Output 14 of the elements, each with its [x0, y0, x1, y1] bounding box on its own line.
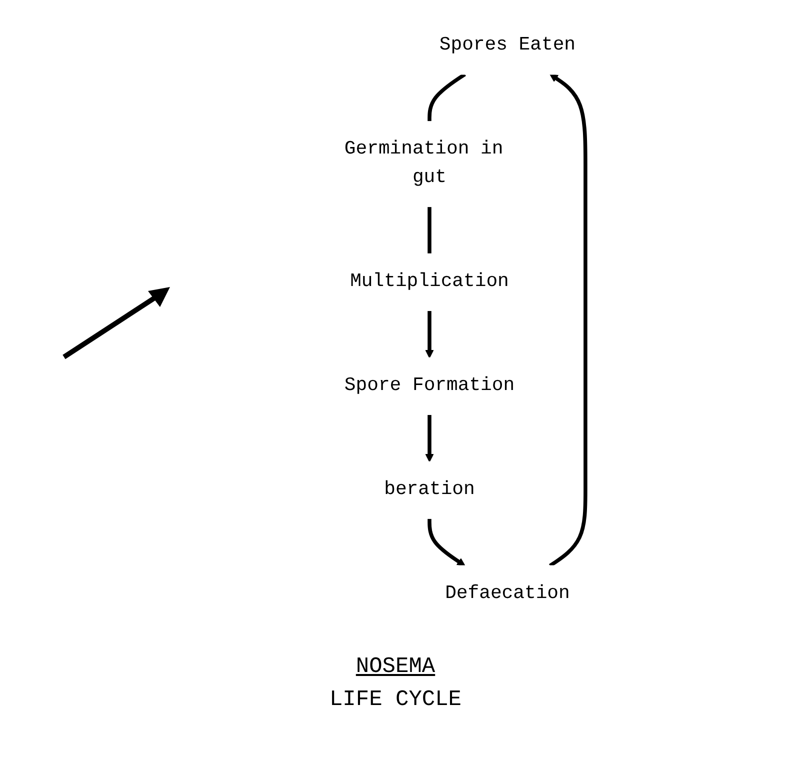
arrow — [426, 414, 434, 462]
node-text: Spore Formation — [344, 374, 515, 397]
node-text: beration — [384, 478, 476, 501]
arrow — [426, 310, 434, 358]
node-text: Spores Eaten — [440, 34, 576, 56]
node-text: Germination in gut — [344, 138, 504, 189]
arrow — [549, 74, 588, 568]
connector — [428, 206, 432, 254]
diagram-title: NOSEMA — [356, 654, 436, 679]
node-text: Multiplication — [350, 270, 510, 293]
diagram-caption: LIFE CYCLE — [329, 687, 462, 712]
arrow — [428, 518, 466, 566]
connector — [428, 72, 466, 122]
node-text: Defaecation — [445, 582, 570, 604]
